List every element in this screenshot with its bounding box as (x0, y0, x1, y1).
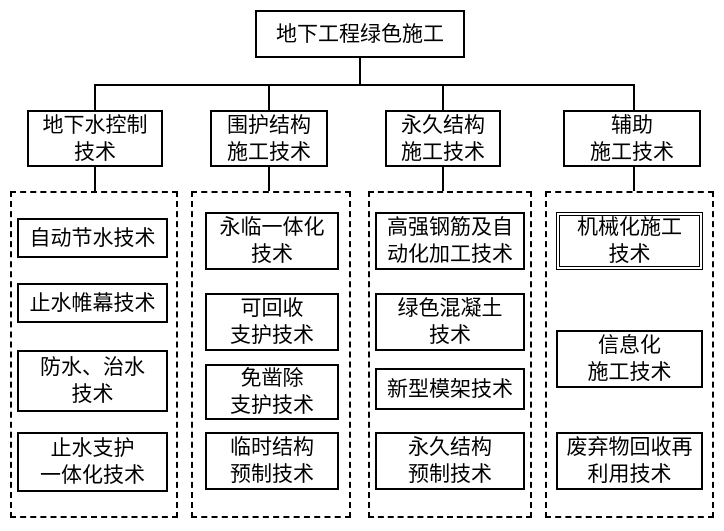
category-label: 辅助 施工技术 (590, 112, 674, 164)
category-connector-4 (633, 84, 635, 110)
tech-item-label: 永临一体化 技术 (219, 215, 325, 266)
tech-item: 可回收 支护技术 (205, 293, 339, 351)
category-connector-1 (94, 84, 96, 110)
category-label: 围护结构 施工技术 (227, 112, 311, 164)
tech-item-label: 可回收 支护技术 (230, 296, 314, 347)
tech-item-label: 高强钢筋及自 动化加工技术 (387, 215, 513, 266)
tech-item: 永久结构 预制技术 (375, 432, 525, 490)
group-connector-4 (633, 167, 635, 191)
tech-item: 自动节水技术 (17, 218, 168, 258)
root-node-label: 地下工程绿色施工 (276, 21, 444, 46)
tech-item-label: 永久结构 预制技术 (408, 435, 492, 486)
root-node: 地下工程绿色施工 (255, 10, 465, 58)
tech-item: 绿色混凝土 技术 (375, 293, 525, 351)
category-node-auxiliary: 辅助 施工技术 (563, 110, 701, 167)
tech-item: 永临一体化 技术 (205, 212, 339, 270)
tech-item-label: 新型模架技术 (387, 376, 513, 401)
tech-item: 机械化施工 技术 (556, 212, 703, 270)
tech-item-label: 免凿除 支护技术 (230, 366, 314, 417)
tech-item-label: 自动节水技术 (29, 225, 156, 250)
category-bus (94, 84, 634, 86)
tech-item-label: 临时结构 预制技术 (230, 435, 314, 486)
tech-item: 临时结构 预制技术 (205, 432, 339, 490)
category-node-permanent: 永久结构 施工技术 (385, 110, 501, 167)
tech-item: 免凿除 支护技术 (205, 364, 339, 420)
tech-item: 新型模架技术 (375, 368, 525, 410)
tech-item-label: 止水支护 一体化技术 (40, 436, 145, 487)
tech-item: 止水支护 一体化技术 (17, 432, 168, 492)
root-connector (359, 58, 361, 84)
tech-item: 防水、治水 技术 (17, 350, 168, 412)
group-connector-2 (268, 167, 270, 191)
group-auxiliary (545, 191, 714, 518)
tech-item-label: 绿色混凝土 技术 (397, 296, 503, 347)
tech-item: 信息化 施工技术 (556, 330, 703, 388)
category-label: 永久结构 施工技术 (401, 112, 485, 164)
group-connector-1 (94, 167, 96, 191)
category-node-retaining: 围护结构 施工技术 (210, 110, 328, 167)
category-connector-3 (442, 84, 444, 110)
group-groundwater (10, 191, 178, 518)
tech-item-label: 机械化施工 技术 (577, 215, 682, 266)
tech-item-label: 防水、治水 技术 (40, 355, 145, 406)
category-node-groundwater: 地下水控制 技术 (27, 110, 163, 167)
tech-item: 废弃物回收再 利用技术 (556, 432, 703, 490)
category-connector-2 (268, 84, 270, 110)
category-label: 地下水控制 技术 (42, 112, 148, 164)
tech-item: 止水帷幕技术 (17, 283, 168, 323)
tech-item-label: 废弃物回收再 利用技术 (566, 435, 693, 486)
group-retaining (191, 191, 351, 518)
group-connector-3 (442, 167, 444, 191)
tech-item: 高强钢筋及自 动化加工技术 (375, 212, 525, 270)
tech-item-label: 止水帷幕技术 (29, 290, 156, 315)
tech-item-label: 信息化 施工技术 (587, 333, 672, 384)
group-permanent (368, 191, 532, 518)
